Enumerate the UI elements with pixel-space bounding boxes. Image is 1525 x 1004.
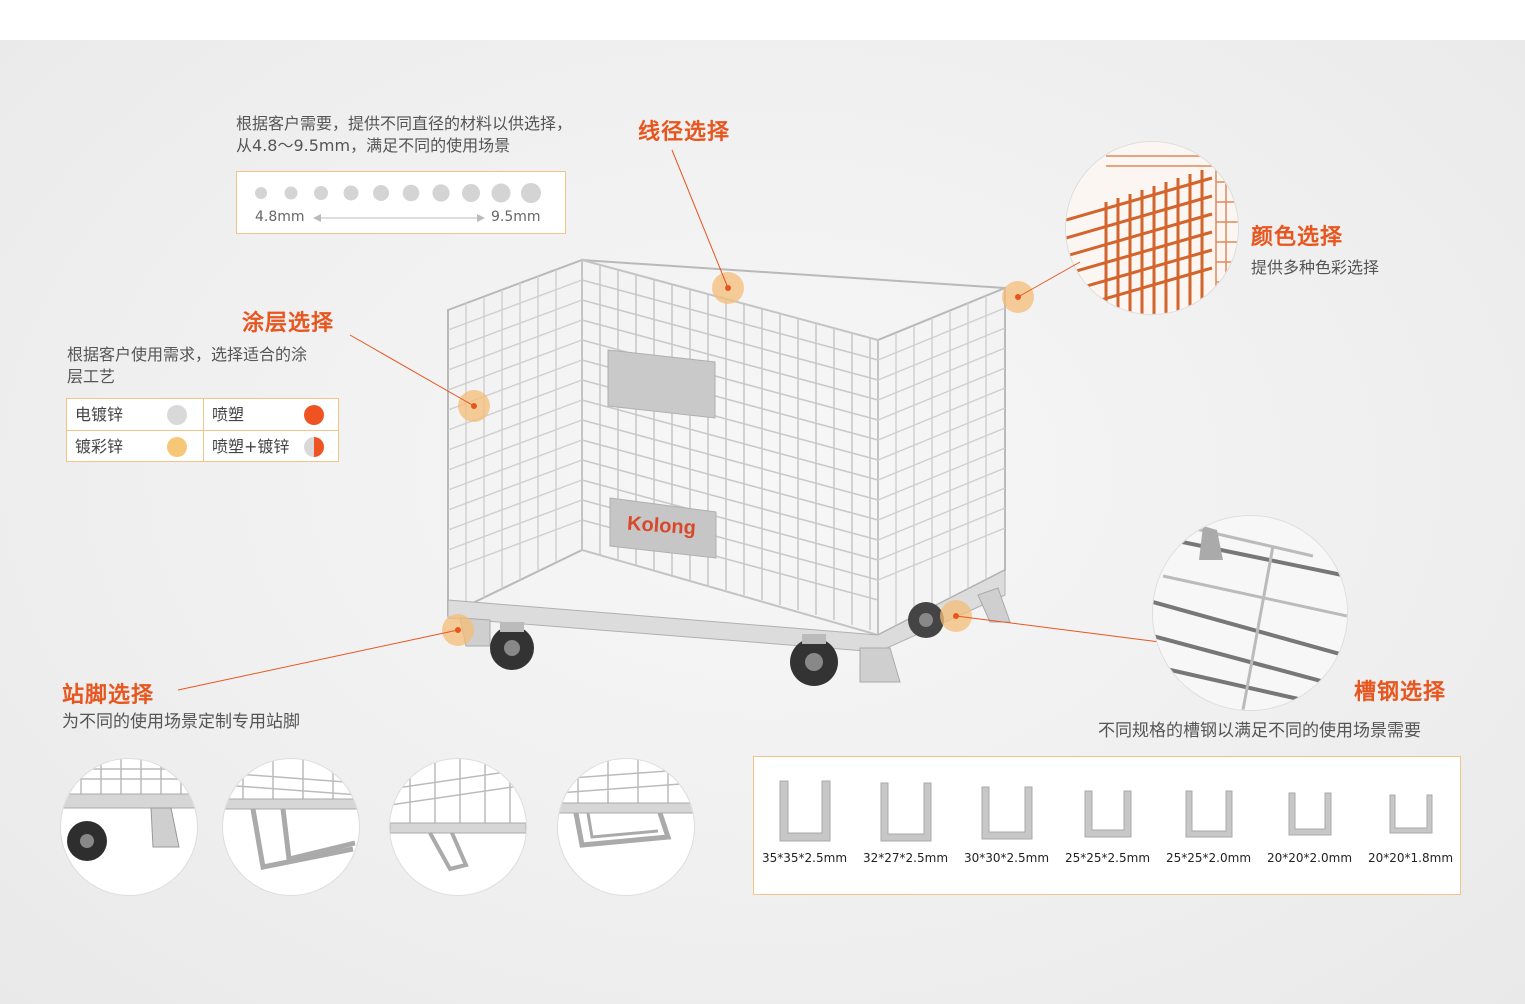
color-mesh-thumbnail [1066,142,1238,314]
channel-spec-item: 20*20*1.8mm [1368,757,1454,865]
wire-diameter-dots [255,183,541,222]
channel-profile-icon [1185,790,1233,838]
split-dot-icon [304,437,324,457]
channel-spec-item: 25*25*2.5mm [1065,757,1151,865]
wire-max-label: 9.5mm [491,209,541,225]
channel-desc: 不同规格的槽钢以满足不同的使用场景需要 [1098,721,1421,741]
label-plate-brand [609,497,717,559]
channel-specs-panel: 35*35*2.5mm 32*27*2.5mm 30*30*2.5mm 25*2… [753,756,1461,895]
channel-profile-icon [981,786,1033,840]
channel-title: 槽钢选择 [1354,680,1447,705]
loop-wire-foot-image [558,759,694,848]
channel-spec-label: 20*20*1.8mm [1368,851,1454,865]
caster-foot-image [61,759,197,861]
coating-option-color-zinc: 镀彩锌 [67,431,203,462]
coating-options-table: 电镀锌 喷塑 镀彩锌 喷塑+镀锌 [66,398,339,462]
yellow-dot-icon [167,437,187,457]
orange-mesh-image [1066,142,1238,314]
channel-spec-label: 20*20*2.0mm [1267,851,1353,865]
channel-spec-item: 30*30*2.5mm [964,757,1050,865]
wire-desc: 根据客户需要，提供不同直径的材料以供选择， 从4.8～9.5mm，满足不同的使用… [236,113,636,157]
coating-desc: 根据客户使用需求，选择适合的涂 层工艺 [67,344,357,388]
channel-steel-thumbnail [1153,516,1347,710]
color-desc: 提供多种色彩选择 [1251,258,1380,277]
color-title: 颜色选择 [1251,225,1344,250]
channel-profile-icon [779,780,831,842]
channel-spec-label: 25*25*2.0mm [1166,851,1252,865]
coating-table-hdivider [67,430,338,431]
orange-dot-icon [304,405,324,425]
wire-desc-line1: 根据客户需要，提供不同直径的材料以供选择， [236,114,573,133]
label-plate-upper [607,349,716,419]
foot-option-loop-wire[interactable] [558,759,694,895]
channel-spec-label: 35*35*2.5mm [762,851,848,865]
coating-option-powder-galvanized: 喷塑+镀锌 [204,431,338,462]
feet-title: 站脚选择 [62,683,155,708]
coating-option-label: 喷塑 [212,405,245,424]
coating-option-label: 电镀锌 [75,405,124,424]
coating-option-label: 镀彩锌 [75,437,124,456]
channel-spec-label: 30*30*2.5mm [964,851,1050,865]
feet-desc: 为不同的使用场景定制专用站脚 [62,712,300,732]
wire-diameter-panel: 4.8mm 9.5mm [236,171,566,234]
channel-profile-icon [880,782,932,842]
channel-profile-icon [1389,794,1433,834]
angled-wire-foot-image [390,759,526,872]
channel-spec-item: 25*25*2.0mm [1166,757,1252,865]
channel-spec-item: 35*35*2.5mm [762,757,848,865]
coating-option-galvanized: 电镀锌 [67,399,203,430]
channel-spec-item: 32*27*2.5mm [863,757,949,865]
channel-spec-label: 32*27*2.5mm [863,851,949,865]
foot-option-angled-wire[interactable] [390,759,526,895]
channel-profile-icon [1084,790,1132,838]
foot-option-caster[interactable] [61,759,197,895]
channel-profile-icon [1288,792,1332,836]
wire-desc-line2: 从4.8～9.5mm，满足不同的使用场景 [236,136,511,155]
channel-spec-item: 20*20*2.0mm [1267,757,1353,865]
coating-option-powder: 喷塑 [204,399,338,430]
foot-option-bent-wire[interactable] [223,759,359,895]
coating-desc-line2: 层工艺 [67,367,116,386]
wire-min-label: 4.8mm [255,209,305,225]
gray-dot-icon [167,405,187,425]
wire-title: 线径选择 [638,120,731,145]
coating-desc-line1: 根据客户使用需求，选择适合的涂 [67,345,308,364]
coating-option-label: 喷塑+镀锌 [212,437,290,456]
channel-spec-label: 25*25*2.5mm [1065,851,1151,865]
wire-cage-product-image [447,258,1011,686]
coating-title: 涂层选择 [242,311,335,336]
bent-wire-foot-image [223,759,359,870]
channel-steel-image [1153,516,1347,710]
